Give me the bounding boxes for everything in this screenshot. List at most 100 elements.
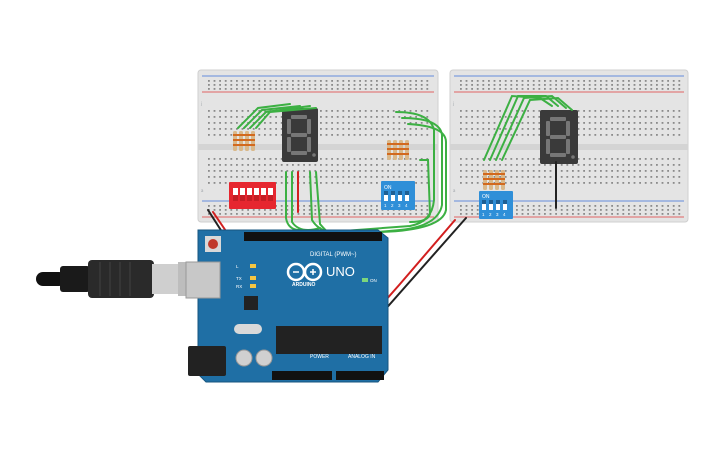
breadboard-hole[interactable] <box>661 110 664 112</box>
breadboard-hole[interactable] <box>269 170 272 172</box>
breadboard-hole[interactable] <box>605 80 608 82</box>
breadboard-hole[interactable] <box>572 88 574 90</box>
breadboard-hole[interactable] <box>241 164 244 166</box>
breadboard-hole[interactable] <box>224 205 227 207</box>
breadboard-hole[interactable] <box>521 134 524 136</box>
breadboard-hole[interactable] <box>639 84 641 86</box>
breadboard-hole[interactable] <box>510 116 513 118</box>
breadboard-hole[interactable] <box>331 134 333 136</box>
breadboard-hole[interactable] <box>667 205 669 207</box>
breadboard-hole[interactable] <box>213 164 216 166</box>
breadboard-hole[interactable] <box>633 209 636 211</box>
breadboard-hole[interactable] <box>308 170 311 172</box>
breadboard-hole[interactable] <box>426 128 429 130</box>
breadboard-hole[interactable] <box>336 164 339 166</box>
breadboard-hole[interactable] <box>392 164 395 166</box>
breadboard-hole[interactable] <box>605 176 608 178</box>
breadboard-hole[interactable] <box>236 213 238 215</box>
breadboard-hole[interactable] <box>398 213 401 215</box>
breadboard-hole[interactable] <box>303 176 305 178</box>
breadboard-hole[interactable] <box>476 88 479 90</box>
breadboard-hole[interactable] <box>415 134 417 136</box>
breadboard-hole[interactable] <box>628 128 630 130</box>
breadboard-hole[interactable] <box>656 205 658 207</box>
breadboard-hole[interactable] <box>622 80 625 82</box>
breadboard-hole[interactable] <box>622 164 625 166</box>
breadboard-hole[interactable] <box>236 80 238 82</box>
breadboard-hole[interactable] <box>616 176 619 178</box>
breadboard-hole[interactable] <box>353 80 356 82</box>
breadboard-hole[interactable] <box>336 205 339 207</box>
breadboard-hole[interactable] <box>510 80 513 82</box>
breadboard-hole[interactable] <box>286 205 289 207</box>
breadboard-hole[interactable] <box>488 176 490 178</box>
breadboard-hole[interactable] <box>247 213 249 215</box>
breadboard-hole[interactable] <box>611 158 613 160</box>
breadboard-hole[interactable] <box>269 88 272 90</box>
breadboard-hole[interactable] <box>656 116 658 118</box>
breadboard-hole[interactable] <box>364 182 367 184</box>
breadboard-hole[interactable] <box>644 110 647 112</box>
breadboard-hole[interactable] <box>516 164 518 166</box>
breadboard-hole[interactable] <box>633 213 636 215</box>
breadboard-hole[interactable] <box>510 122 513 124</box>
breadboard-hole[interactable] <box>258 110 261 112</box>
breadboard-hole[interactable] <box>426 84 429 86</box>
breadboard-hole[interactable] <box>230 134 233 136</box>
breadboard-hole[interactable] <box>577 164 580 166</box>
breadboard-hole[interactable] <box>280 182 283 184</box>
breadboard-hole[interactable] <box>236 209 238 211</box>
breadboard-hole[interactable] <box>499 176 501 178</box>
breadboard-hole[interactable] <box>359 182 361 184</box>
breadboard-hole[interactable] <box>359 209 361 211</box>
breadboard-hole[interactable] <box>264 84 266 86</box>
breadboard-hole[interactable] <box>605 164 608 166</box>
breadboard-hole[interactable] <box>538 88 541 90</box>
breadboard-hole[interactable] <box>364 88 367 90</box>
breadboard-hole[interactable] <box>275 164 277 166</box>
breadboard-hole[interactable] <box>314 88 317 90</box>
breadboard-hole[interactable] <box>348 122 350 124</box>
breadboard-hole[interactable] <box>387 176 389 178</box>
breadboard-hole[interactable] <box>325 84 328 86</box>
breadboard-hole[interactable] <box>504 164 507 166</box>
breadboard-hole[interactable] <box>353 213 356 215</box>
breadboard-hole[interactable] <box>370 182 373 184</box>
breadboard-hole[interactable] <box>241 209 244 211</box>
breadboard-hole[interactable] <box>482 80 485 82</box>
breadboard-hole[interactable] <box>616 128 619 130</box>
breadboard-hole[interactable] <box>600 182 602 184</box>
breadboard-hole[interactable] <box>213 116 216 118</box>
breadboard-hole[interactable] <box>208 122 210 124</box>
breadboard-hole[interactable] <box>482 164 485 166</box>
dip-switch-blue-left[interactable]: ON 1 2 3 4 <box>381 181 415 210</box>
breadboard-hole[interactable] <box>678 176 681 178</box>
breadboard-hole[interactable] <box>605 170 608 172</box>
breadboard-hole[interactable] <box>392 176 395 178</box>
breadboard-hole[interactable] <box>219 80 221 82</box>
breadboard-hole[interactable] <box>555 88 557 90</box>
breadboard-hole[interactable] <box>286 213 289 215</box>
breadboard-hole[interactable] <box>644 134 647 136</box>
breadboard-hole[interactable] <box>549 176 552 178</box>
breadboard-hole[interactable] <box>650 88 653 90</box>
breadboard-hole[interactable] <box>583 205 585 207</box>
breadboard-hole[interactable] <box>650 158 653 160</box>
breadboard-hole[interactable] <box>594 122 597 124</box>
breadboard-hole[interactable] <box>471 176 473 178</box>
breadboard-hole[interactable] <box>493 122 496 124</box>
breadboard-hole[interactable] <box>320 164 322 166</box>
breadboard-hole[interactable] <box>236 84 238 86</box>
breadboard-hole[interactable] <box>353 170 356 172</box>
breadboard-hole[interactable] <box>650 182 653 184</box>
breadboard-hole[interactable] <box>650 80 653 82</box>
breadboard-hole[interactable] <box>622 116 625 118</box>
breadboard-hole[interactable] <box>460 128 462 130</box>
breadboard-hole[interactable] <box>493 84 496 86</box>
breadboard-hole[interactable] <box>527 80 529 82</box>
breadboard-hole[interactable] <box>314 205 317 207</box>
breadboard-hole[interactable] <box>409 116 412 118</box>
breadboard-hole[interactable] <box>286 209 289 211</box>
breadboard-hole[interactable] <box>420 158 423 160</box>
